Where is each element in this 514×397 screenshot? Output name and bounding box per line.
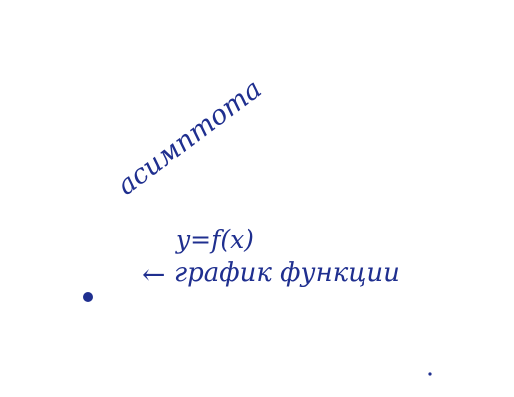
y-axis xyxy=(92,48,95,372)
stray-dot xyxy=(428,372,432,376)
asymptote-line-overstroke xyxy=(284,16,324,52)
graph-of-function-label: график функции xyxy=(174,258,400,288)
x-axis-arrowhead xyxy=(408,304,434,330)
asymptote-label: асимптота xyxy=(112,73,268,201)
asymptote-line xyxy=(32,24,318,386)
y-axis-arrowhead xyxy=(82,44,106,72)
pointer-arrow: ← xyxy=(142,258,165,291)
x-axis xyxy=(40,296,432,318)
function-equation-label: y=f(x) xyxy=(175,225,254,254)
intersection-point xyxy=(83,292,93,302)
top-scribble xyxy=(150,2,328,10)
